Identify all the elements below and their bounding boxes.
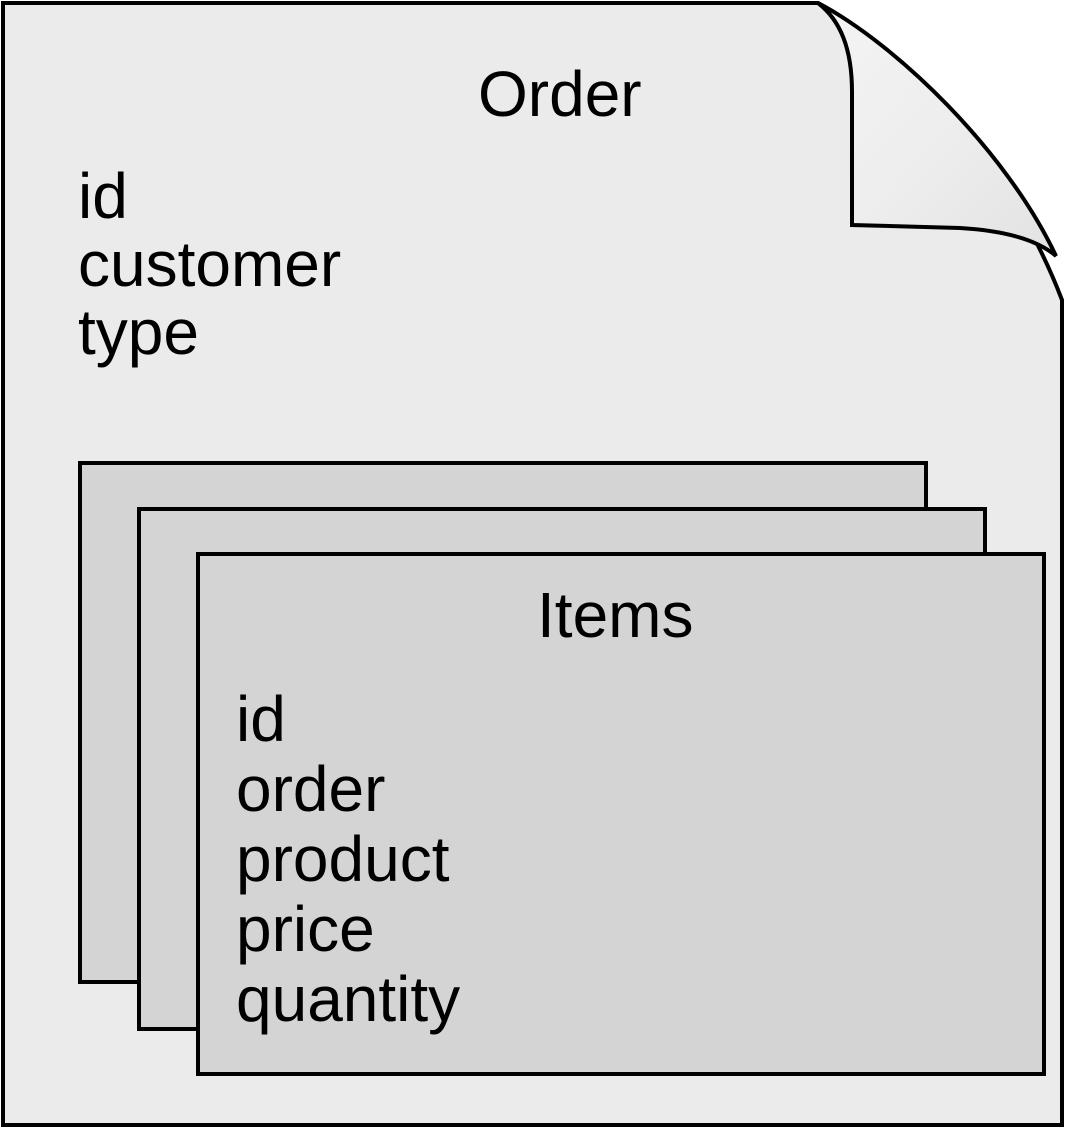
page-curl <box>816 1 1058 258</box>
order-title: Order <box>478 58 642 130</box>
items-field-id: id <box>236 683 286 755</box>
order-field-list: id customer type <box>78 162 341 366</box>
items-field-product: product <box>236 823 450 895</box>
order-field-type: type <box>78 296 199 368</box>
items-field-order: order <box>236 753 386 825</box>
items-field-list: id order product price quantity <box>236 684 460 1034</box>
items-field-price: price <box>236 893 375 965</box>
order-field-id: id <box>78 160 128 232</box>
items-title: Items <box>537 579 694 651</box>
order-field-customer: customer <box>78 228 342 300</box>
items-card-front <box>196 552 1046 1076</box>
items-field-quantity: quantity <box>236 963 461 1035</box>
